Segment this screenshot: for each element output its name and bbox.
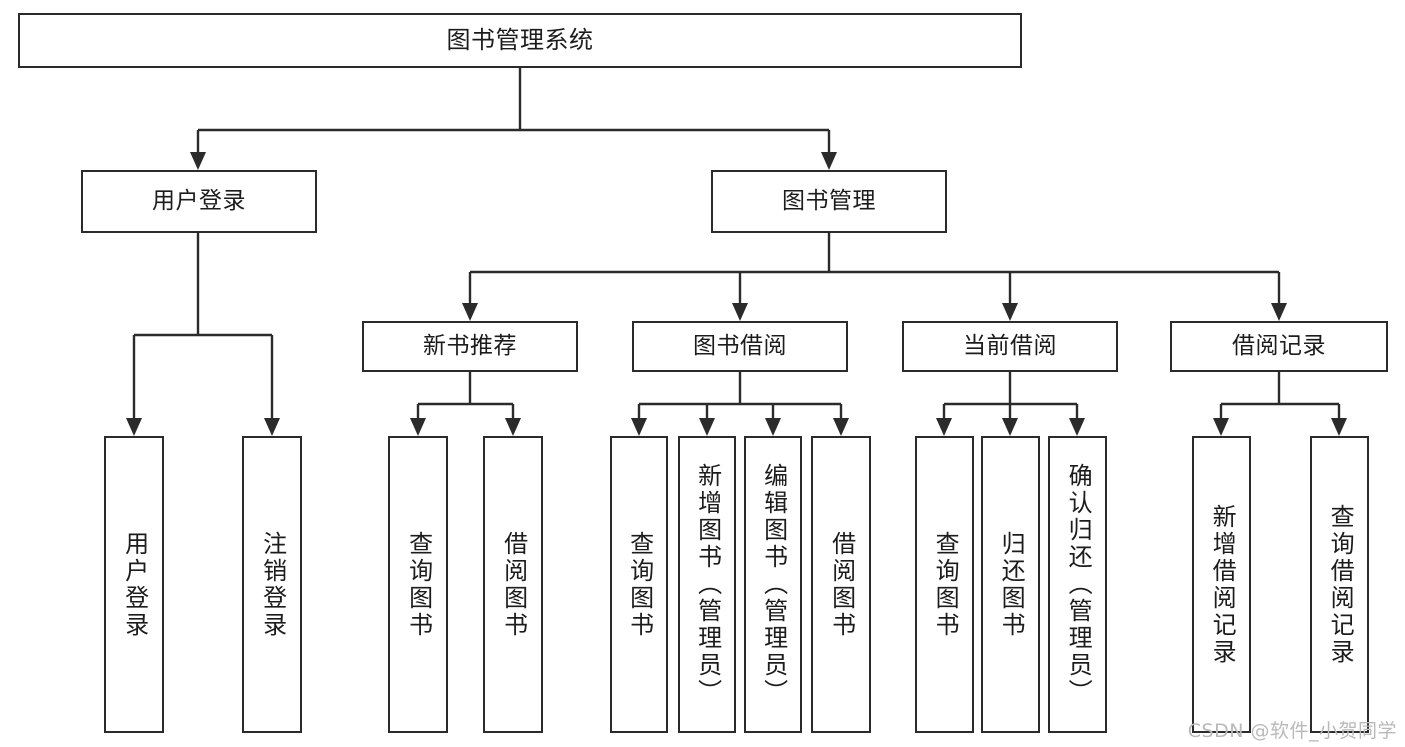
leaf-return-books[interactable]: 归还图书 [981,436,1040,733]
node-label: 图书管理系统 [446,25,594,54]
node-label: 当前借阅 [963,333,1057,360]
node-label: 确认归还（管理员） [1064,463,1093,706]
leaf-search-borrow-record[interactable]: 查询借阅记录 [1310,436,1369,733]
node-label: 查询图书 [625,530,654,639]
node-new-book-recommendation[interactable]: 新书推荐 [362,321,578,372]
node-label: 图书借阅 [693,333,787,360]
node-label: 图书管理 [782,188,876,215]
node-current-borrowing[interactable]: 当前借阅 [902,321,1118,372]
leaf-add-borrow-record[interactable]: 新增借阅记录 [1192,436,1251,733]
node-label: 借阅记录 [1232,333,1326,360]
node-label: 借阅图书 [499,530,528,639]
node-label: 注销登录 [258,530,287,639]
leaf-edit-book-admin[interactable]: 编辑图书（管理员） [744,436,802,733]
node-book-management[interactable]: 图书管理 [711,170,947,233]
node-label: 借阅图书 [827,530,856,639]
node-label: 用户登录 [120,530,149,639]
leaf-confirm-return-admin[interactable]: 确认归还（管理员） [1048,436,1107,733]
node-label: 查询借阅记录 [1326,503,1355,666]
node-label: 用户登录 [152,188,246,215]
leaf-add-book-admin[interactable]: 新增图书（管理员） [678,436,736,733]
leaf-borrow-books-new[interactable]: 借阅图书 [483,436,543,733]
node-label: 新书推荐 [423,333,517,360]
node-label: 新增图书（管理员） [693,463,722,706]
leaf-logout[interactable]: 注销登录 [242,436,302,733]
leaf-search-books-borrow[interactable]: 查询图书 [610,436,668,733]
node-label: 编辑图书（管理员） [759,463,788,706]
leaf-user-login[interactable]: 用户登录 [104,436,164,733]
leaf-search-books-new[interactable]: 查询图书 [388,436,448,733]
leaf-borrow-books[interactable]: 借阅图书 [811,436,871,733]
leaf-search-books-current[interactable]: 查询图书 [915,436,974,733]
node-label: 归还图书 [997,530,1026,639]
node-root-book-management-system[interactable]: 图书管理系统 [18,13,1022,68]
node-label: 新增借阅记录 [1208,503,1237,666]
csdn-watermark: CSDN @软件_小贺同学 [1187,720,1397,742]
node-borrow-records[interactable]: 借阅记录 [1170,321,1388,372]
node-user-login[interactable]: 用户登录 [81,170,317,233]
node-label: 查询图书 [931,530,960,639]
node-label: 查询图书 [404,530,433,639]
node-book-borrowing[interactable]: 图书借阅 [632,321,848,372]
